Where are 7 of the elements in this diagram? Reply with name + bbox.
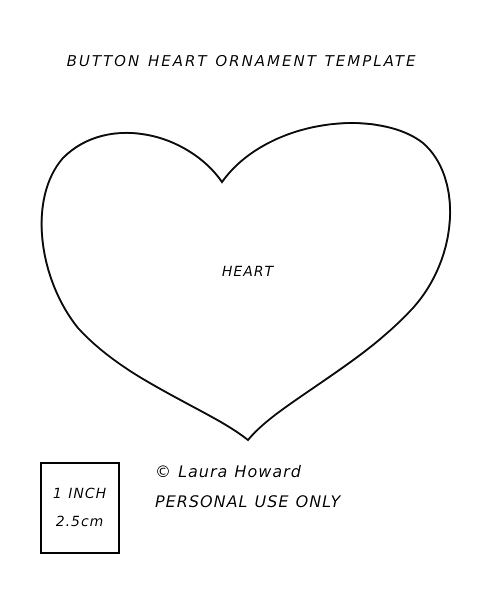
- scale-square: [40, 462, 120, 554]
- shape-label: HEART: [222, 264, 274, 280]
- credit-text: © Laura Howard: [155, 462, 302, 481]
- scale-metric-label: 2.5cm: [56, 514, 104, 530]
- scale-label: 1 INCH: [52, 486, 108, 502]
- title: BUTTON HEART ORNAMENT TEMPLATE: [66, 52, 418, 70]
- usage-note: PERSONAL USE ONLY: [155, 492, 342, 511]
